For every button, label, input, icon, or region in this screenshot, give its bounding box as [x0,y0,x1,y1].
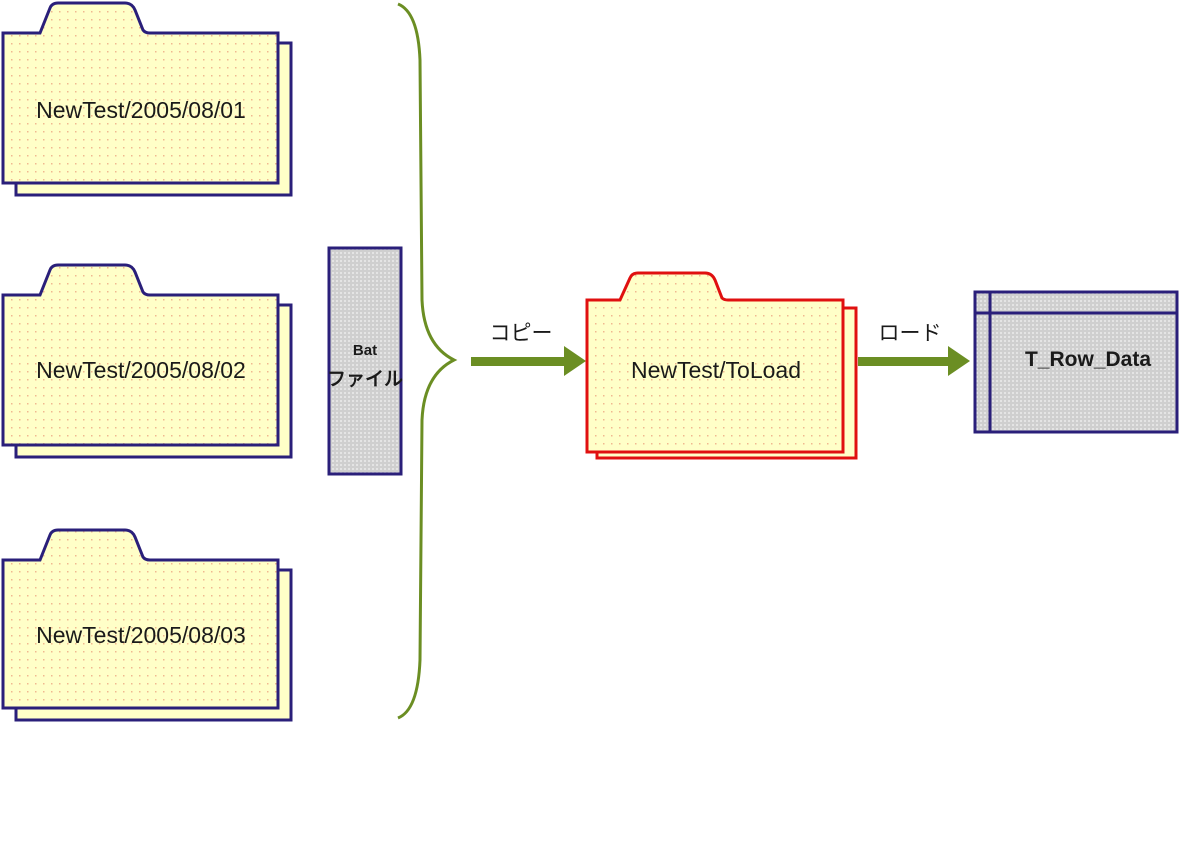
target-folder-label: NewTest/ToLoad [631,357,801,383]
source-folder-1: NewTest/2005/08/01 [1,1,293,197]
source-folder-3-label: NewTest/2005/08/03 [36,622,246,648]
copy-arrow-label: コピー [490,322,553,345]
copy-arrow: コピー [471,322,586,376]
bat-file-label-line2: ファイル [327,369,403,390]
load-arrow: ロード [858,322,970,376]
database-table: T_Row_Data [973,290,1179,434]
source-folder-2: NewTest/2005/08/02 [1,263,293,459]
grouping-brace [397,2,458,720]
target-folder: NewTest/ToLoad [585,271,858,460]
bat-file-box: Bat ファイル [327,246,403,476]
table-label: T_Row_Data [1025,348,1151,371]
source-folder-3: NewTest/2005/08/03 [1,528,293,722]
source-folder-2-label: NewTest/2005/08/02 [36,357,246,383]
load-arrow-label: ロード [879,322,942,345]
bat-file-label-line1: Bat [353,342,377,359]
source-folder-1-label: NewTest/2005/08/01 [36,97,246,123]
